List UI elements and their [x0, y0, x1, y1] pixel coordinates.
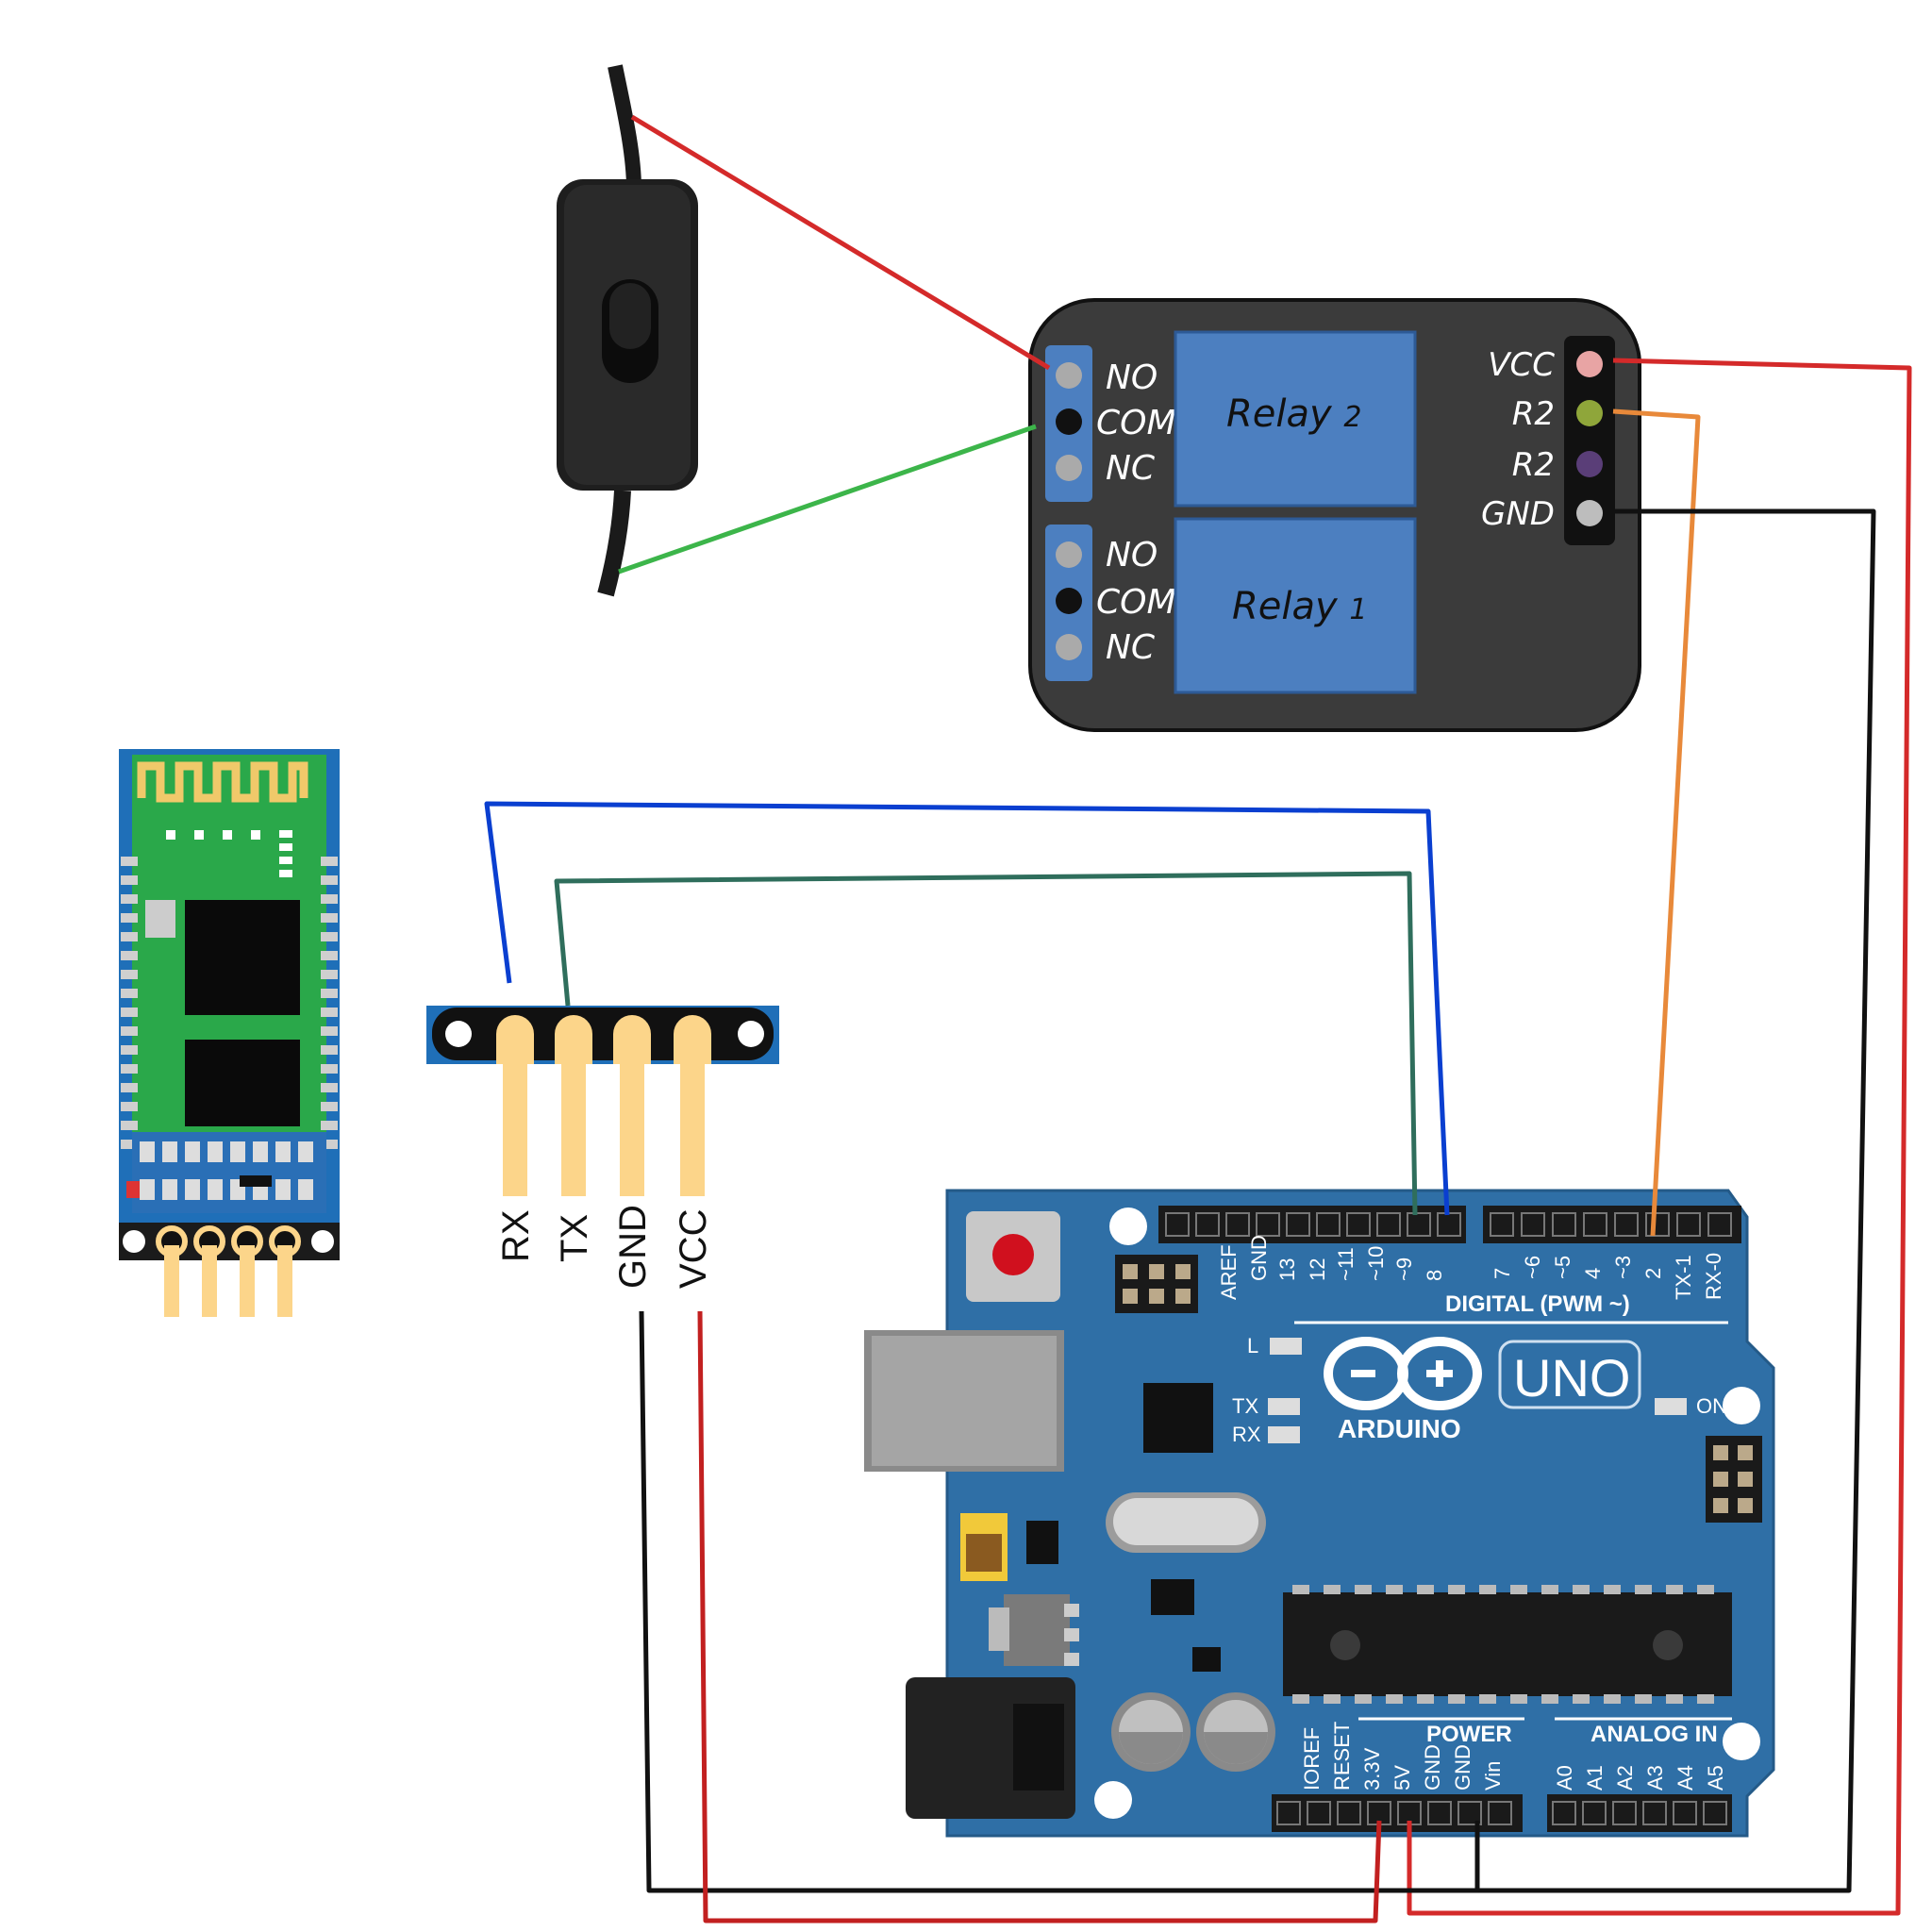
digital-pin-label: GND	[1247, 1235, 1271, 1281]
digital-pin-label: ~10	[1364, 1246, 1388, 1281]
led-l	[1270, 1338, 1302, 1355]
digital-pin-label: 7	[1491, 1268, 1514, 1279]
digital-pin-label: AREF	[1217, 1244, 1241, 1300]
model-label: UNO	[1513, 1348, 1630, 1407]
terminal-upper-no: NO	[1106, 358, 1158, 397]
chip-upper	[185, 900, 300, 1015]
terminal-lower-com: COM	[1096, 583, 1176, 622]
relay-module: NO COM NC NO COM NC Relay 2 Relay 1 VCC R…	[1028, 298, 1641, 732]
digital-pin-label: 12	[1306, 1258, 1329, 1281]
led-l-label: L	[1247, 1334, 1258, 1357]
breakout-pin-header: RX TX GND VCC	[426, 1006, 779, 1289]
power-pin-label: Vin	[1481, 1761, 1505, 1790]
wire-vcc	[697, 1310, 1382, 1924]
relay-pin-label-2: R2	[1512, 446, 1555, 484]
relay-pin-label-3: GND	[1481, 495, 1555, 533]
digital-pin-label: ~11	[1334, 1247, 1357, 1281]
analog-title: ANALOG IN	[1591, 1722, 1718, 1747]
usb-chip	[1143, 1383, 1213, 1453]
arduino-logo-text: ARDUINO	[1338, 1414, 1461, 1443]
analog-pin-label: A2	[1613, 1765, 1637, 1790]
digital-pin-label: ~9	[1392, 1257, 1416, 1281]
digital-pin-label: 13	[1275, 1258, 1299, 1281]
terminal-lower-nc: NC	[1106, 628, 1156, 667]
terminal-upper-nc: NC	[1106, 449, 1156, 488]
wire-gnd	[639, 1310, 1480, 1893]
wire-switch-to-no	[630, 114, 1051, 371]
analog-pin-label: A4	[1674, 1765, 1697, 1790]
digital-pin-label: RX-0	[1702, 1253, 1725, 1300]
power-pin-label: RESET	[1330, 1722, 1354, 1790]
analog-pin-label: A0	[1553, 1765, 1576, 1790]
wire-switch-to-com	[618, 424, 1037, 575]
inline-switch-cable	[557, 64, 698, 597]
arduino-logo	[1324, 1337, 1482, 1410]
wire-relay-signal	[1612, 408, 1701, 1237]
hc05-header	[119, 1223, 340, 1260]
digital-pin-label: ~5	[1551, 1256, 1574, 1279]
analog-pin-label: A3	[1643, 1765, 1667, 1790]
wire-relay-vcc	[1407, 358, 1912, 1916]
wire-tx	[554, 871, 1418, 1216]
led-tx-label: TX	[1232, 1394, 1258, 1418]
breakout-label-rx: RX	[495, 1209, 537, 1262]
power-title: POWER	[1426, 1722, 1512, 1747]
relay-pin-2	[1576, 451, 1603, 477]
relay-pin-0	[1576, 351, 1603, 377]
wire-rx	[484, 801, 1450, 1216]
digital-pin-label: ~6	[1521, 1256, 1544, 1279]
relay-header	[1564, 336, 1615, 545]
wires	[484, 114, 1912, 1924]
terminal-upper-com: COM	[1096, 404, 1176, 442]
relay-pin-1	[1576, 400, 1603, 426]
power-pin-label: GND	[1451, 1744, 1474, 1790]
breakout-label-vcc: VCC	[673, 1209, 714, 1289]
digital-pin-label: ~3	[1611, 1256, 1635, 1279]
power-pin-label: 5V	[1391, 1765, 1414, 1790]
relay-1-label: Relay 1	[1232, 585, 1368, 628]
antenna-trace	[137, 761, 308, 803]
chip-lower	[185, 1040, 300, 1126]
terminal-lower-no: NO	[1106, 536, 1158, 575]
breakout-label-tx: TX	[554, 1214, 595, 1262]
relay-2-block	[1174, 330, 1417, 508]
breakout-label-gnd: GND	[612, 1205, 654, 1289]
analog-pin-label: A1	[1583, 1765, 1607, 1790]
power-pin-label: IOREF	[1300, 1727, 1324, 1790]
led-tx	[1268, 1398, 1300, 1415]
relay-pin-label-1: R2	[1512, 395, 1555, 433]
relay-1-block	[1174, 517, 1417, 694]
led-rx-label: RX	[1232, 1423, 1261, 1446]
power-pin-label: GND	[1421, 1744, 1444, 1790]
led-on-label: ON	[1696, 1394, 1727, 1418]
relay-2-label: Relay 2	[1226, 392, 1362, 436]
digital-pin-label: 4	[1581, 1268, 1605, 1279]
analog-header	[1547, 1794, 1732, 1832]
digital-pin-label: TX-1	[1672, 1255, 1695, 1300]
analog-pin-label: A5	[1704, 1765, 1727, 1790]
relay-pin-3	[1576, 500, 1603, 526]
digital-title: DIGITAL (PWM ~)	[1445, 1291, 1630, 1317]
led-on	[1655, 1398, 1687, 1415]
relay-pin-label-0: VCC	[1488, 346, 1555, 384]
power-pin-label: 3.3V	[1360, 1747, 1384, 1790]
digital-pin-label: 2	[1641, 1268, 1665, 1279]
hc05-bluetooth-module	[119, 749, 340, 1317]
digital-pin-label: 8	[1423, 1270, 1446, 1281]
led-rx	[1268, 1426, 1300, 1443]
